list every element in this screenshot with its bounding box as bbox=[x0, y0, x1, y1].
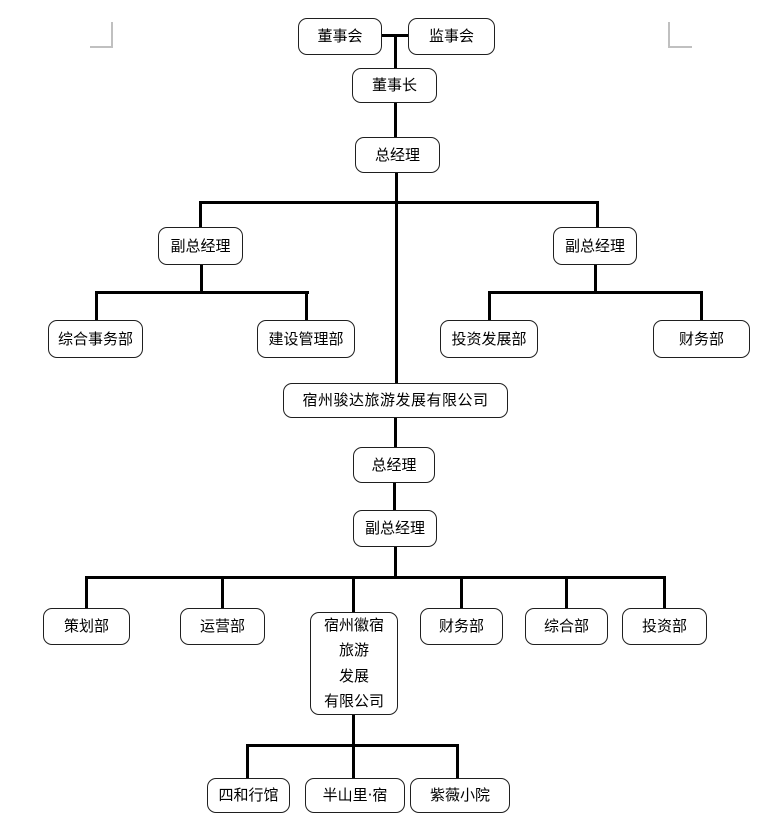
connector-board-chairman bbox=[394, 36, 397, 68]
org-node-general-dept[interactable]: 综合部 bbox=[525, 608, 608, 645]
connector-stub-banshanli bbox=[352, 744, 355, 779]
connector-stub-finance-lower bbox=[460, 576, 463, 609]
connector-dgm-bar bbox=[199, 201, 599, 204]
org-node-dgm-mid[interactable]: 副总经理 bbox=[353, 510, 437, 547]
connector-stub-sihe bbox=[246, 744, 249, 779]
text-boundary-mark-right-horizontal bbox=[668, 46, 692, 48]
connector-stub-operations bbox=[221, 576, 224, 609]
org-node-chairman[interactable]: 董事长 bbox=[352, 68, 437, 103]
connector-stub-construction bbox=[305, 291, 308, 321]
org-node-banshanli-hotel[interactable]: 半山里·宿 bbox=[305, 778, 405, 813]
org-node-finance-lower[interactable]: 财务部 bbox=[420, 608, 503, 645]
org-node-dgm-right[interactable]: 副总经理 bbox=[553, 227, 637, 265]
org-node-huisu-company[interactable]: 宿州徽宿 旅游 发展 有限公司 bbox=[310, 612, 398, 715]
org-node-investment-dept[interactable]: 投资部 bbox=[622, 608, 707, 645]
text-boundary-mark-left-horizontal bbox=[90, 46, 113, 48]
connector-dept-bar bbox=[85, 576, 666, 579]
connector-dgm-right-down bbox=[594, 264, 597, 293]
org-node-operations[interactable]: 运营部 bbox=[180, 608, 265, 645]
org-node-ziwei-hotel[interactable]: 紫薇小院 bbox=[410, 778, 510, 813]
connector-stub-planning bbox=[85, 576, 88, 609]
connector-chairman-gm bbox=[394, 103, 397, 138]
text-boundary-mark-right-vertical bbox=[668, 22, 670, 48]
connector-junda-gm bbox=[394, 418, 397, 448]
org-node-finance-upper[interactable]: 财务部 bbox=[653, 320, 750, 358]
connector-stub-ziwei bbox=[456, 744, 459, 779]
connector-dgm-left-down bbox=[200, 264, 203, 293]
org-node-board[interactable]: 董事会 bbox=[298, 18, 382, 55]
org-node-general-affairs[interactable]: 综合事务部 bbox=[48, 320, 143, 358]
connector-gm-dgm-mid bbox=[393, 483, 396, 511]
connector-gm-trunk bbox=[395, 173, 398, 384]
org-node-construction[interactable]: 建设管理部 bbox=[257, 320, 355, 358]
org-node-gm-top[interactable]: 总经理 bbox=[355, 137, 440, 173]
connector-stub-dgm-left bbox=[199, 201, 202, 228]
connector-board-supervisory bbox=[382, 34, 409, 37]
org-node-junda-company[interactable]: 宿州骏达旅游发展有限公司 bbox=[283, 383, 508, 418]
connector-stub-dgm-right bbox=[596, 201, 599, 228]
connector-right-branch-bar bbox=[488, 291, 703, 294]
org-node-gm-mid[interactable]: 总经理 bbox=[353, 447, 435, 483]
connector-stub-finance-upper bbox=[700, 291, 703, 321]
connector-stub-general-affairs bbox=[95, 291, 98, 321]
org-node-dgm-left[interactable]: 副总经理 bbox=[158, 227, 243, 265]
connector-stub-general-dept bbox=[565, 576, 568, 609]
connector-stub-invest-dev bbox=[488, 291, 491, 321]
org-node-sihe-hotel[interactable]: 四和行馆 bbox=[207, 778, 290, 813]
connector-stub-huisu bbox=[352, 576, 355, 613]
org-node-invest-dev[interactable]: 投资发展部 bbox=[440, 320, 538, 358]
text-boundary-mark-left-vertical bbox=[111, 22, 113, 48]
connector-dgm-mid-down bbox=[394, 547, 397, 578]
connector-left-branch-bar bbox=[95, 291, 309, 294]
connector-stub-investment-dept bbox=[663, 576, 666, 609]
org-node-planning[interactable]: 策划部 bbox=[43, 608, 130, 645]
connector-huisu-down bbox=[352, 715, 355, 746]
org-node-supervisory[interactable]: 监事会 bbox=[408, 18, 495, 55]
